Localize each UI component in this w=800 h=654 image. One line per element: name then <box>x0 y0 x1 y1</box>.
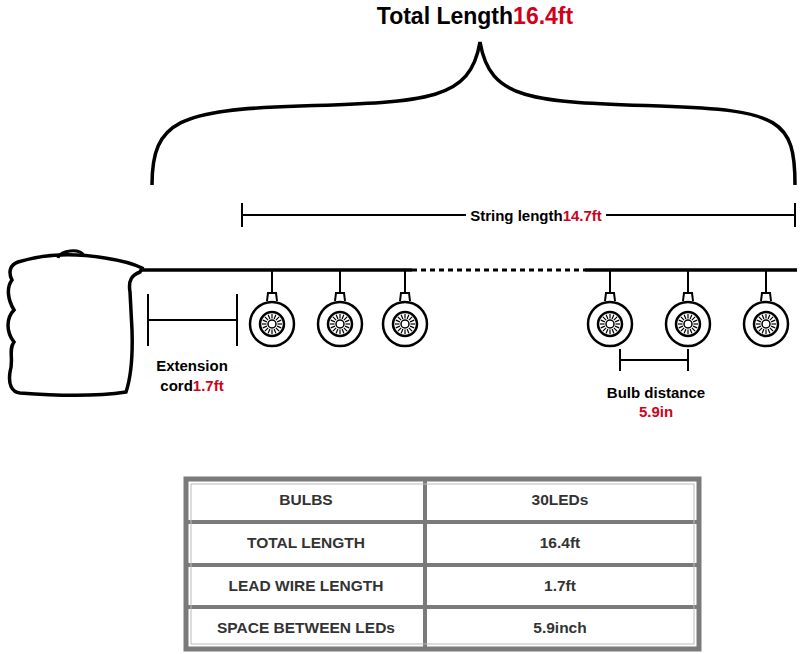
dimension-value: 1.7ft <box>193 377 224 394</box>
title-text: Total Length <box>377 3 513 29</box>
dimension-value: 14.7ft <box>563 207 606 224</box>
total-length-brace <box>152 42 795 185</box>
table-cell: BULBS <box>189 490 423 510</box>
bulb <box>744 270 788 346</box>
extension-cord-label: Extension cord1.7ft <box>144 356 240 396</box>
bulb <box>588 270 632 346</box>
bulbs <box>250 270 788 346</box>
table-value: 5.9inch <box>533 619 586 636</box>
table-header: LEAD WIRE LENGTH <box>229 577 384 594</box>
table-cell: 30LEDs <box>430 490 690 510</box>
table-value: 30LEDs <box>532 491 589 508</box>
bulb-distance-label: Bulb distance5.9in <box>586 384 726 422</box>
table-value: 1.7ft <box>544 577 576 594</box>
dimension-label: Bulb distance <box>586 384 726 403</box>
dimension-value: 5.9in <box>586 403 726 422</box>
title-line: Total Length16.4ft <box>295 2 655 31</box>
bulb <box>383 270 427 346</box>
table-value: 16.4ft <box>540 534 581 551</box>
spec-table <box>186 479 699 649</box>
bulb <box>666 270 710 346</box>
table-header: TOTAL LENGTH <box>247 534 365 551</box>
battery-cap <box>58 251 84 258</box>
battery-box <box>8 255 142 395</box>
dimension-label: String length <box>466 207 563 224</box>
string-length-dimension <box>242 203 795 227</box>
table-header: BULBS <box>279 491 332 508</box>
bulb-distance-dimension <box>620 349 688 371</box>
table-cell: 5.9inch <box>430 618 690 638</box>
table-header: SPACE BETWEEN LEDs <box>217 619 395 636</box>
dimension-value: 16.4ft <box>513 3 573 29</box>
table-cell: 16.4ft <box>430 533 690 553</box>
table-cell: LEAD WIRE LENGTH <box>189 576 423 596</box>
bulb <box>318 270 362 346</box>
table-cell: TOTAL LENGTH <box>189 533 423 553</box>
string-length-label: String length14.7ft <box>426 206 646 226</box>
extension-cord-dimension <box>148 294 237 346</box>
wire <box>140 268 797 272</box>
bulb <box>250 270 294 346</box>
table-cell: SPACE BETWEEN LEDs <box>189 618 423 638</box>
table-cell: 1.7ft <box>430 576 690 596</box>
